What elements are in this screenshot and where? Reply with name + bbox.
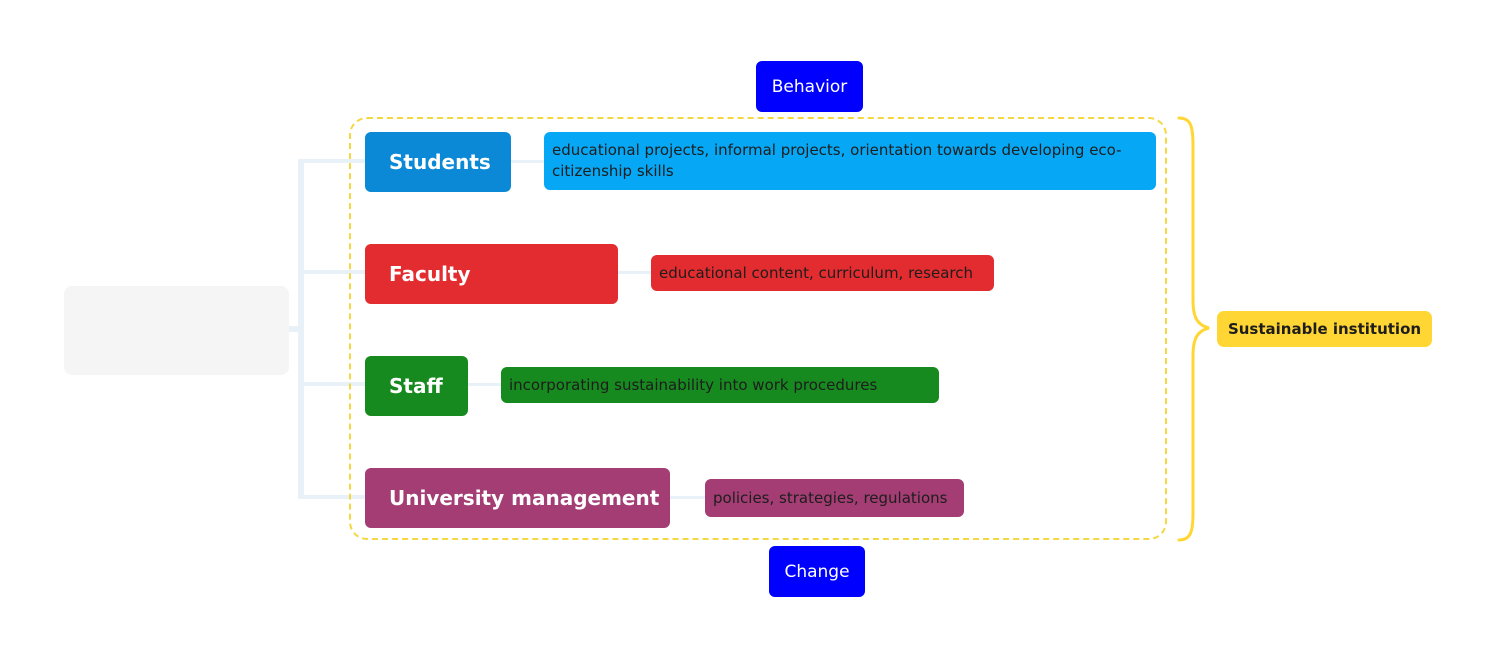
detail-connector-2 bbox=[618, 271, 651, 274]
students-detail[interactable]: educational projects, informal projects,… bbox=[544, 132, 1156, 190]
root-node[interactable] bbox=[64, 286, 289, 375]
summary-label[interactable]: Sustainable institution bbox=[1217, 311, 1432, 347]
faculty-detail[interactable]: educational content, curriculum, researc… bbox=[651, 255, 994, 291]
branch-connector-1 bbox=[301, 159, 365, 163]
detail-connector-4 bbox=[670, 496, 705, 499]
university-management-detail[interactable]: policies, strategies, regulations bbox=[705, 479, 964, 517]
branch-connector-4 bbox=[301, 495, 365, 499]
summary-brace bbox=[1177, 116, 1210, 542]
university-management-node[interactable]: University management bbox=[365, 468, 670, 528]
trunk-connector bbox=[298, 159, 304, 499]
detail-connector-3 bbox=[468, 383, 501, 386]
students-node[interactable]: Students bbox=[365, 132, 511, 192]
change-tag[interactable]: Change bbox=[769, 546, 865, 597]
root-connector bbox=[289, 326, 301, 332]
boundary-frame bbox=[349, 117, 1167, 540]
staff-node[interactable]: Staff bbox=[365, 356, 468, 416]
faculty-node[interactable]: Faculty bbox=[365, 244, 618, 304]
branch-connector-3 bbox=[301, 382, 365, 386]
branch-connector-2 bbox=[301, 270, 365, 274]
behavior-tag[interactable]: Behavior bbox=[756, 61, 863, 112]
detail-connector-1 bbox=[511, 160, 544, 163]
staff-detail[interactable]: incorporating sustainability into work p… bbox=[501, 367, 939, 403]
